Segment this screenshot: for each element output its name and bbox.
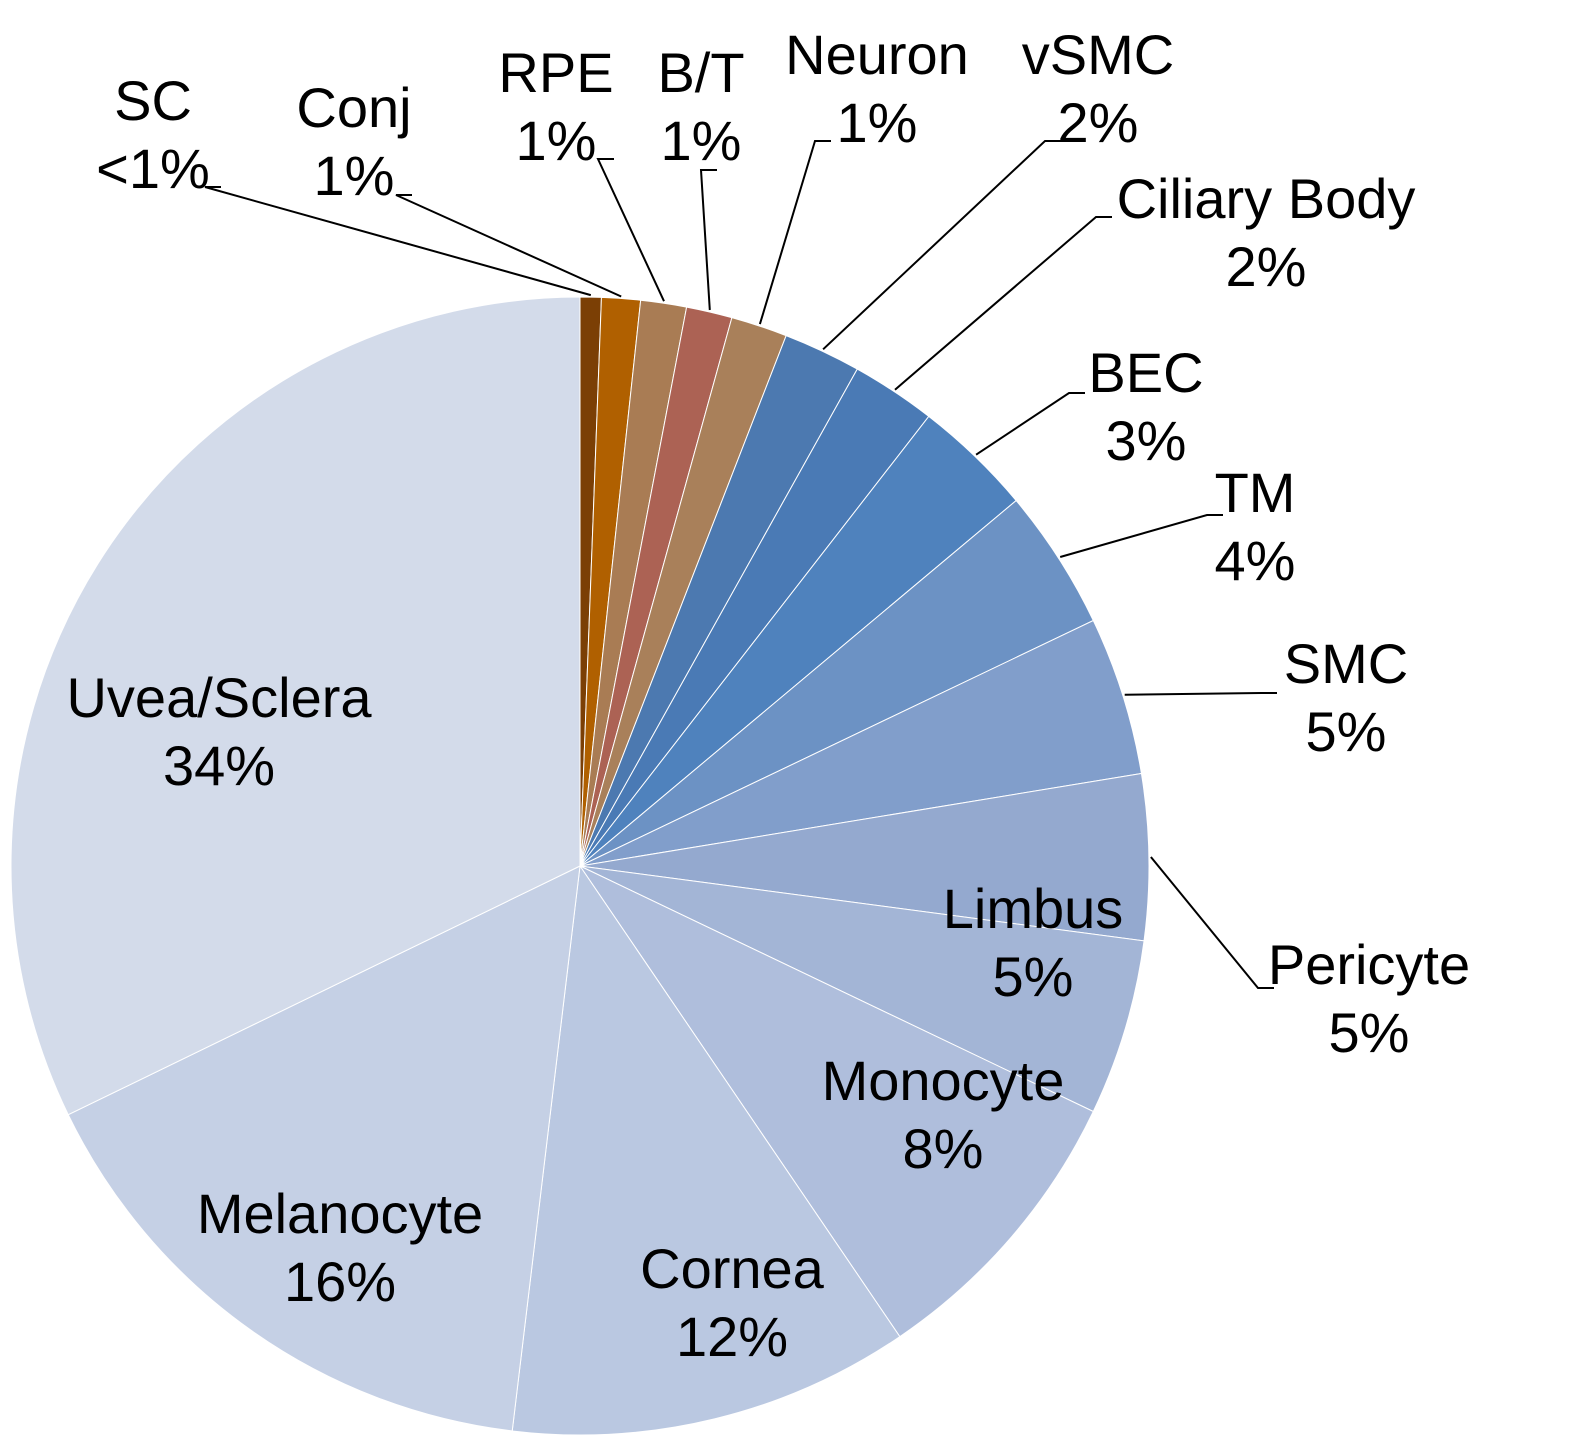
leader-line-neuron xyxy=(758,140,831,325)
slice-value-limbus: 5% xyxy=(993,945,1074,1008)
leader-line-rpe xyxy=(596,158,665,302)
slice-value-melanocyte: 16% xyxy=(284,1250,396,1313)
slice-label-smc: SMC xyxy=(1284,632,1408,695)
leader-line-b-t xyxy=(699,169,717,311)
leader-line-smc xyxy=(1124,692,1277,696)
leader-line-ciliary-body xyxy=(894,216,1112,391)
slice-value-monocyte: 8% xyxy=(903,1117,984,1180)
leader-line-bec xyxy=(975,392,1085,456)
leader-line-conj xyxy=(395,194,622,298)
slice-label-limbus: Limbus xyxy=(943,877,1124,940)
slice-label-bec: BEC xyxy=(1088,341,1203,404)
slice-value-cornea: 12% xyxy=(676,1305,788,1368)
leader-line-pericyte xyxy=(1150,856,1274,989)
slice-label-pericyte: Pericyte xyxy=(1268,933,1470,996)
slice-value-rpe: 1% xyxy=(516,109,597,172)
slice-label-b-t: B/T xyxy=(657,41,744,104)
leader-line-vsmc xyxy=(822,140,1061,351)
pie-slice-limbus xyxy=(579,865,1145,1113)
leader-line-tm xyxy=(1059,514,1223,558)
slice-label-ciliary-body: Ciliary Body xyxy=(1117,167,1416,230)
pie-slices xyxy=(10,296,1150,1436)
pie-slice-pericyte xyxy=(579,772,1150,942)
slice-value-conj: 1% xyxy=(314,144,395,207)
slice-value-smc: 5% xyxy=(1306,700,1387,763)
slice-value-neuron: 1% xyxy=(837,91,918,154)
pie-slice-smc xyxy=(579,619,1142,867)
pie-slice-uvea-sclera xyxy=(10,296,581,1116)
slice-value-b-t: 1% xyxy=(661,109,742,172)
slice-value-sc: <1% xyxy=(96,137,210,200)
slice-label-neuron: Neuron xyxy=(785,23,969,86)
slice-label-cornea: Cornea xyxy=(640,1237,825,1300)
slice-value-bec: 3% xyxy=(1106,409,1187,472)
pie-slice-monocyte xyxy=(578,864,1094,1338)
slice-label-melanocyte: Melanocyte xyxy=(197,1182,483,1245)
slice-label-sc: SC xyxy=(114,69,192,132)
slice-label-rpe: RPE xyxy=(498,41,613,104)
leader-lines xyxy=(204,140,1277,989)
slice-label-vsmc: vSMC xyxy=(1022,23,1174,86)
slice-labels: SC<1%Conj1%RPE1%B/T1%Neuron1%vSMC2%Cilia… xyxy=(66,23,1470,1368)
leader-line-sc xyxy=(204,186,592,297)
pie-slice-melanocyte xyxy=(67,865,581,1432)
slice-value-tm: 4% xyxy=(1215,529,1296,592)
slice-label-monocyte: Monocyte xyxy=(822,1049,1065,1112)
slice-value-ciliary-body: 2% xyxy=(1226,235,1307,298)
slice-label-tm: TM xyxy=(1215,461,1296,524)
slice-label-conj: Conj xyxy=(296,76,411,139)
pie-slice-cornea xyxy=(511,864,901,1436)
slice-value-uvea-sclera: 34% xyxy=(163,734,275,797)
slice-label-uvea-sclera: Uvea/Sclera xyxy=(66,666,372,729)
slice-value-pericyte: 5% xyxy=(1329,1001,1410,1064)
slice-value-vsmc: 2% xyxy=(1058,91,1139,154)
